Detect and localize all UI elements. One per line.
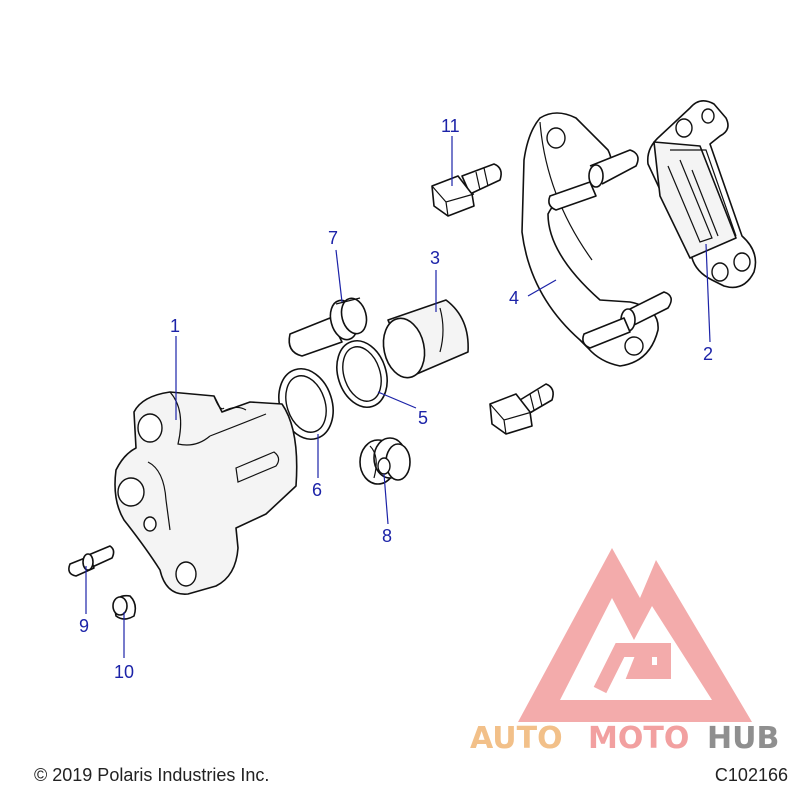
watermark-moto: MOTO [588, 721, 689, 756]
piston-seal [336, 340, 388, 408]
watermark-logo [518, 548, 752, 722]
dust-seal [278, 368, 334, 440]
caliper-body [114, 391, 298, 595]
callout-5: 5 [418, 408, 428, 428]
caliper-piston [382, 299, 469, 379]
callout-9: 9 [79, 616, 89, 636]
callout-2: 2 [703, 344, 713, 364]
slide-pin [288, 297, 368, 357]
copyright-text: © 2019 Polaris Industries Inc. [34, 765, 270, 785]
leader-lines [85, 136, 711, 658]
callout-4: 4 [509, 288, 519, 308]
callout-6: 6 [312, 480, 322, 500]
callout-8: 8 [382, 526, 392, 546]
caliper-bracket [521, 112, 672, 367]
pin-boot [359, 437, 411, 485]
bleeder-screw [68, 545, 115, 577]
watermark-auto: AUTO [470, 721, 563, 756]
callout-11: 11 [441, 116, 460, 136]
callout-3: 3 [430, 248, 440, 268]
diagram-code: C102166 [714, 765, 788, 785]
flange-bolt-lower [489, 383, 554, 435]
flange-bolt-upper [431, 163, 502, 217]
watermark-hub: HUB [707, 721, 779, 756]
callout-1: 1 [170, 316, 180, 336]
callout-7: 7 [328, 228, 338, 248]
callout-10: 10 [114, 662, 134, 682]
brake-pad [646, 100, 757, 289]
bleeder-cap [112, 594, 137, 620]
